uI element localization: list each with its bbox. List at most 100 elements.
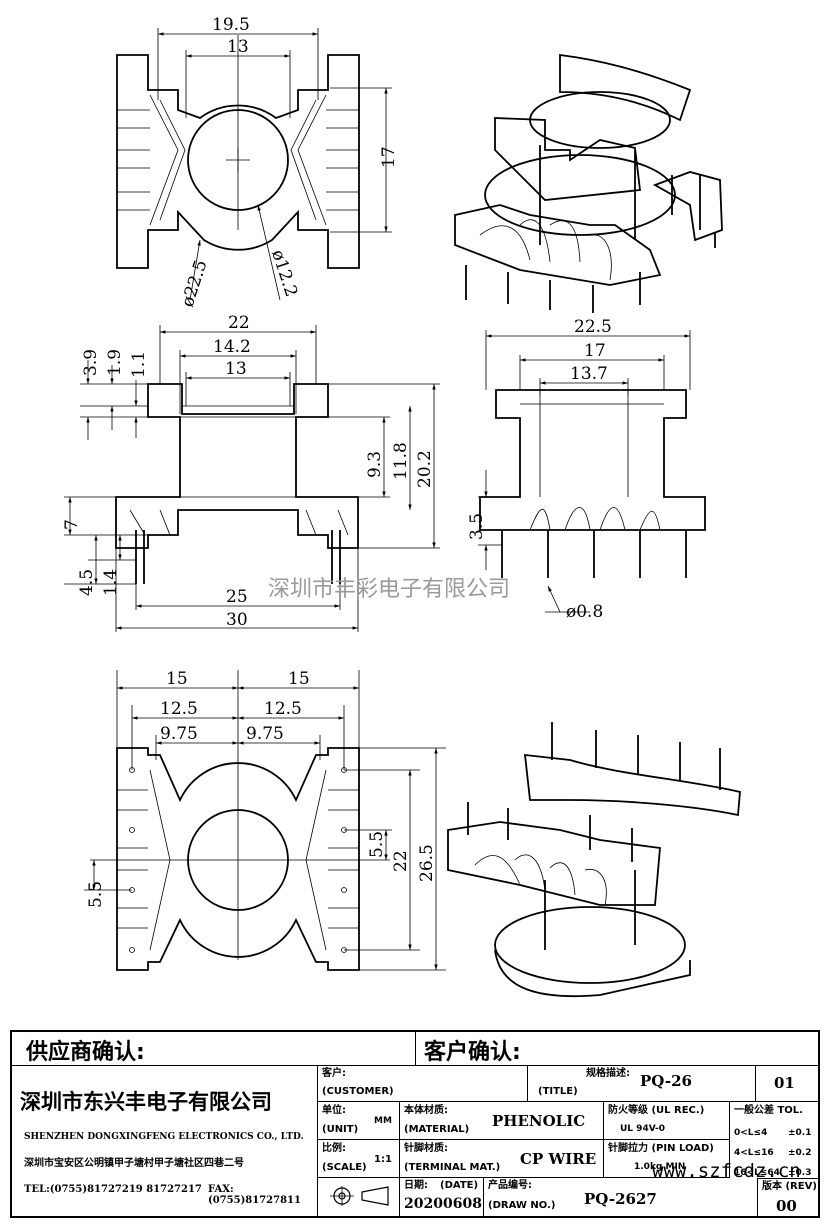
dim-13-front: 13 (225, 359, 247, 379)
drawno-cell: 产品编号: (DRAW NO.) PQ-2627 (484, 1178, 758, 1216)
projection-cell (318, 1178, 400, 1216)
customer-cell: 客户: (CUSTOMER) (318, 1066, 528, 1102)
pinload-value: 1.0kg MIN (634, 1162, 686, 1172)
tol-row-3-range: 16<L≤64 (734, 1168, 780, 1178)
drawno-value: PQ-2627 (584, 1190, 657, 1208)
date-label: 日期: (404, 1180, 428, 1191)
technical-drawing: 19.5 13 17 ø22.5 ø12.2 22 14.2 (62, 15, 741, 998)
date-label-en: (DATE) (440, 1180, 479, 1191)
supplier-confirm-label: 供应商确认: (26, 1040, 145, 1065)
title-value: PQ-26 (640, 1072, 692, 1090)
projection-symbol-icon (330, 1186, 389, 1206)
date-value: 20200608 (404, 1196, 482, 1212)
unit-label: 单位: (322, 1105, 346, 1116)
terminal-label: 针脚材质: (404, 1143, 448, 1154)
dim-12-5-right: 12.5 (264, 699, 302, 719)
dim-9-75-left: 9.75 (160, 724, 198, 744)
customer-label: 客户: (322, 1068, 346, 1079)
scale-value: 1:1 (374, 1154, 392, 1165)
dim-22-bottom: 22 (391, 850, 411, 872)
sheet-cell: 01 (756, 1066, 818, 1102)
front-view: 22 14.2 13 3.9 1.9 1.1 9.3 11.8 20.2 7 4… (62, 313, 440, 632)
dim-1-9: 1.9 (105, 349, 125, 376)
material-label: 本体材质: (404, 1105, 448, 1116)
pinload-label: 针脚拉力 (PIN LOAD) (608, 1143, 714, 1154)
material-label-en: (MATERIAL) (404, 1124, 470, 1135)
dim-3-9: 3.9 (81, 349, 101, 376)
company-name-cn: 深圳市东兴丰电子有限公司 (20, 1090, 272, 1114)
dim-13: 13 (227, 37, 249, 57)
dim-26-5: 26.5 (417, 844, 437, 882)
pinload-cell: 针脚拉力 (PIN LOAD) 1.0kg MIN (604, 1140, 730, 1178)
rev-label: 版本 (REV) (762, 1181, 817, 1192)
ul-value: UL 94V-0 (620, 1124, 666, 1134)
dim-5-5-right: 5.5 (367, 831, 387, 858)
company-fax: FAX:(0755)81727811 (208, 1184, 301, 1206)
dim-3-5: 3.5 (467, 513, 487, 540)
top-view: 19.5 13 17 ø22.5 ø12.2 (116, 15, 399, 310)
dim-7: 7 (62, 519, 82, 530)
dim-15-left: 15 (166, 669, 188, 689)
terminal-cell: 针脚材质: (TERMINAL MAT.) CP WIRE (400, 1140, 604, 1178)
rev-value: 00 (776, 1197, 797, 1215)
dim-15-right: 15 (288, 669, 310, 689)
dim-9-3: 9.3 (365, 451, 385, 478)
title-block: 供应商确认: 客户确认: 深圳市东兴丰电子有限公司 SHENZHEN DONGX… (10, 1030, 820, 1218)
dim-5-5-left: 5.5 (86, 881, 106, 908)
dim-1-4: 1.4 (101, 569, 121, 596)
title-cell: 规格描述: (TITLE) PQ-26 (528, 1066, 756, 1102)
unit-label-en: (UNIT) (322, 1124, 359, 1135)
dim-1-1: 1.1 (129, 351, 149, 378)
watermark-url: www.szfcdz.cn (652, 1160, 801, 1182)
sheet-value: 01 (774, 1074, 795, 1092)
dim-20-2: 20.2 (415, 450, 435, 488)
dim-17: 17 (379, 146, 399, 168)
customer-confirm-cell: 客户确认: (416, 1032, 818, 1066)
customer-confirm-label: 客户确认: (424, 1040, 521, 1065)
iso-view-bottom (447, 722, 741, 998)
scale-label-en: (SCALE) (322, 1162, 367, 1173)
dim-d22-5: ø22.5 (178, 258, 212, 310)
company-cell: 深圳市东兴丰电子有限公司 SHENZHEN DONGXINGFENG ELECT… (12, 1066, 318, 1216)
unit-value: MM (374, 1116, 392, 1126)
iso-view-top (454, 53, 723, 313)
dim-13-7: 13.7 (570, 364, 608, 384)
dim-12-5-left: 12.5 (160, 699, 198, 719)
dim-22-5-side: 22.5 (574, 317, 612, 337)
scale-cell: 比例: (SCALE) 1:1 (318, 1140, 400, 1178)
ul-label: 防火等级 (UL REC.) (608, 1105, 705, 1116)
dim-11-8: 11.8 (391, 442, 411, 480)
dim-4-5: 4.5 (77, 569, 97, 596)
tol-row-1-range: 0<L≤4 (734, 1128, 768, 1138)
watermark-cn: 深圳市丰彩电子有限公司 (268, 577, 510, 602)
tol-row-2-value: ±0.2 (788, 1148, 812, 1158)
date-cell: 日期: (DATE) 20200608 (400, 1178, 484, 1216)
ul-cell: 防火等级 (UL REC.) UL 94V-0 (604, 1102, 730, 1140)
dim-30: 30 (226, 610, 248, 630)
tol-row-2-range: 4<L≤16 (734, 1148, 774, 1158)
tol-row-3-value: ±0.3 (788, 1168, 812, 1178)
scale-label: 比例: (322, 1143, 346, 1154)
material-value: PHENOLIC (492, 1112, 586, 1130)
dim-pin-d: ø0.8 (566, 602, 603, 622)
bottom-view: 15 15 12.5 12.5 9.75 9.75 5.5 5.5 22 26.… (84, 669, 446, 971)
material-cell: 本体材质: (MATERIAL) PHENOLIC (400, 1102, 604, 1140)
dim-d12-2: ø12.2 (267, 247, 301, 299)
drawno-label: 产品编号: (488, 1180, 532, 1191)
tolerance-label: 一般公差 TOL. (734, 1105, 803, 1116)
dim-17-side: 17 (584, 341, 606, 361)
rev-cell: 版本 (REV) 00 (758, 1178, 818, 1216)
title-label-en: (TITLE) (538, 1086, 578, 1097)
terminal-value: CP WIRE (520, 1150, 597, 1168)
unit-cell: 单位: (UNIT) MM (318, 1102, 400, 1140)
dim-25: 25 (226, 587, 248, 607)
drawno-label-en: (DRAW NO.) (488, 1200, 556, 1211)
terminal-label-en: (TERMINAL MAT.) (404, 1162, 501, 1173)
dim-22: 22 (228, 313, 250, 333)
dim-14-2: 14.2 (213, 337, 251, 357)
tol-row-1-value: ±0.1 (788, 1128, 812, 1138)
company-tel: TEL:(0755)81727219 81727217 (24, 1184, 202, 1195)
customer-label-en: (CUSTOMER) (322, 1086, 394, 1097)
title-label: 规格描述: (586, 1068, 630, 1079)
side-view: 22.5 17 13.7 3.5 ø0.8 (467, 317, 706, 622)
